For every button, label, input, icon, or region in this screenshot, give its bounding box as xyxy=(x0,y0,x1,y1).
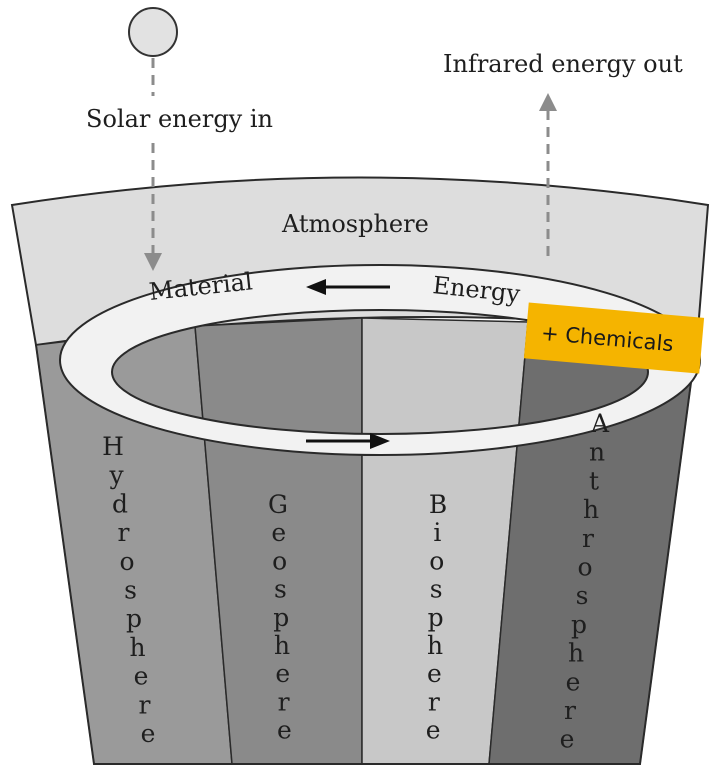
atmosphere-label: Atmosphere xyxy=(281,210,429,238)
sphere-letter: G xyxy=(268,490,288,519)
sphere-letter: y xyxy=(108,461,124,490)
left-flow-arrow xyxy=(306,279,390,295)
sphere-letter: h xyxy=(568,639,584,668)
sphere-letter: A xyxy=(590,409,610,438)
right-flow-arrow xyxy=(306,433,390,449)
sphere-letter: r xyxy=(118,518,130,547)
sun-icon xyxy=(128,7,178,57)
chemicals-badge: + Chemicals xyxy=(523,302,705,374)
sphere-letter: h xyxy=(274,631,290,660)
sphere-letter: h xyxy=(583,495,599,524)
sphere-letter: e xyxy=(426,716,441,745)
sphere-letter: t xyxy=(589,466,599,495)
sphere-letter: o xyxy=(272,546,287,575)
sphere-letter: p xyxy=(273,603,289,632)
sphere-letter: r xyxy=(582,524,594,553)
sphere-letter: e xyxy=(134,662,149,691)
infrared-energy-label: Infrared energy out xyxy=(443,50,683,78)
sphere-letter: s xyxy=(430,575,443,604)
sphere-letter: e xyxy=(427,659,442,688)
sphere-letter: s xyxy=(274,575,287,604)
sphere-letter: e xyxy=(277,716,292,745)
bowl-outline xyxy=(35,329,699,765)
sphere-letter: e xyxy=(271,518,286,547)
sphere-letter: n xyxy=(589,438,605,467)
sphere-letter: e xyxy=(566,667,581,696)
sphere-letter: o xyxy=(119,547,134,576)
sphere-letter: r xyxy=(278,687,290,716)
sphere-letter: i xyxy=(433,518,441,547)
sphere-letter: r xyxy=(428,687,440,716)
sphere-letter: p xyxy=(126,604,142,633)
sphere-letter: s xyxy=(576,581,589,610)
sphere-letter: e xyxy=(560,725,575,754)
sphere-letter: e xyxy=(141,719,156,748)
sphere-letter: e xyxy=(275,659,290,688)
solar-energy-label: Solar energy in xyxy=(86,105,273,133)
sphere-letter: h xyxy=(129,633,145,662)
sphere-letter: s xyxy=(124,576,137,605)
sphere-letter: o xyxy=(577,553,592,582)
sphere-letter: r xyxy=(564,696,576,725)
solar-label-bg xyxy=(86,96,272,140)
sphere-letter: o xyxy=(429,546,444,575)
sphere-letter: H xyxy=(102,432,124,461)
sphere-letter: p xyxy=(428,603,444,632)
sphere-letter: B xyxy=(429,490,447,519)
sphere-letter: d xyxy=(112,489,128,518)
sphere-letter: r xyxy=(139,690,151,719)
sphere-letter: h xyxy=(427,631,443,660)
sphere-letter: p xyxy=(571,610,587,639)
